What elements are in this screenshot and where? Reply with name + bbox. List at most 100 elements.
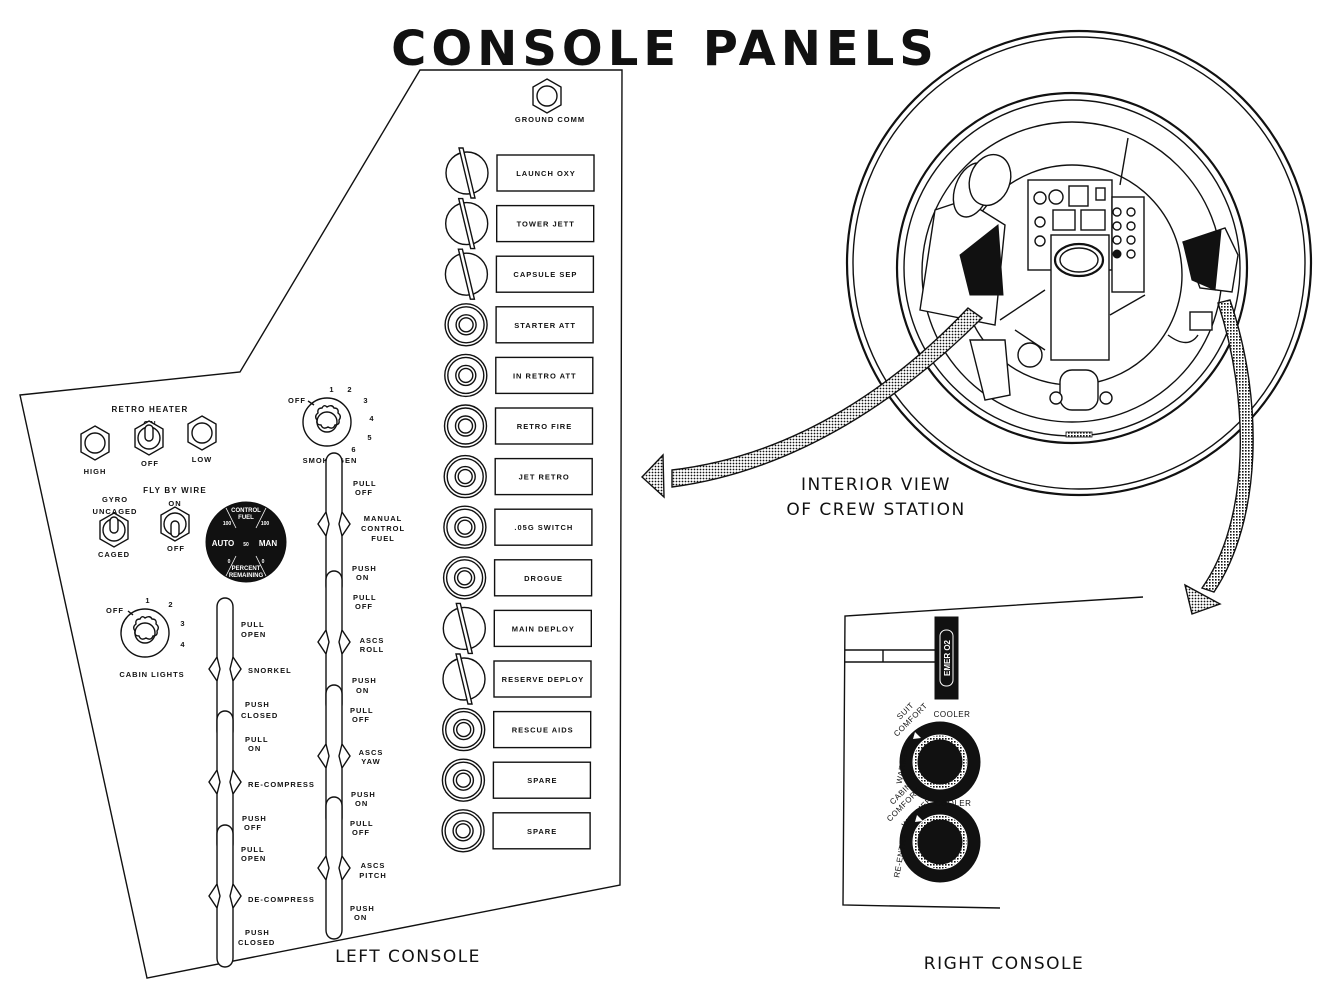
sequence-light-box (493, 660, 592, 698)
mcf-off-label: OFF (355, 488, 373, 497)
push-button-icon[interactable] (441, 809, 485, 853)
push-button-icon[interactable] (443, 505, 487, 549)
sequence-light-label: JET RETRO (519, 473, 570, 482)
re-compress-push-label: PUSH (242, 814, 267, 823)
ascs-yaw-ascs-label: ASCS (359, 748, 384, 757)
sequence-light-box (493, 710, 592, 749)
gauge-man-label: MAN (259, 539, 277, 548)
right-console-arrow (1200, 299, 1254, 593)
ascs-pitch-push-label: PUSH (350, 904, 375, 913)
fly-by-wire-on-label: ON (168, 499, 181, 508)
gauge-auto-label: AUTO (212, 539, 235, 548)
mcf-fuel-label: FUEL (371, 534, 395, 543)
cabin-lights-label: CABIN LIGHTS (119, 670, 184, 679)
sequence-light-label: CAPSULE SEP (513, 270, 577, 279)
sequence-light-label: RETRO FIRE (517, 422, 572, 431)
gauge-mid: 50 (243, 542, 249, 548)
sequence-row: LAUNCH OXY (445, 147, 595, 199)
sequence-light-box (492, 812, 591, 850)
sequence-light-box (492, 761, 592, 799)
cabin-lights-pos-3: 3 (180, 619, 185, 628)
re-compress-label: RE-COMPRESS (248, 780, 315, 789)
sequence-light-box (494, 508, 593, 546)
sequence-light-box (493, 559, 593, 597)
smoke-gen-knob[interactable] (302, 397, 352, 447)
re-compress-off-label: OFF (244, 823, 262, 832)
right-console: EMER O2 SUIT COMFORT COOLER WARMER CABIN… (842, 596, 1144, 974)
emer-o2-handle[interactable] (934, 616, 959, 700)
retro-heater-title: RETRO HEATER (112, 405, 189, 414)
gyro-label: GYRO (102, 495, 128, 504)
push-button-icon[interactable] (443, 404, 488, 448)
sequence-light-box (495, 306, 594, 344)
gyro-uncaged-label: UNCAGED (93, 507, 138, 516)
ascs-roll-push-label: PUSH (352, 676, 377, 685)
sequence-light-label: DROGUE (524, 574, 563, 583)
sequence-row: MAIN DEPLOY (442, 602, 592, 655)
push-button-icon[interactable] (441, 758, 486, 802)
sequence-light-box (494, 407, 594, 445)
sequence-light-label: RESERVE DEPLOY (502, 675, 585, 684)
left-console-arrow (671, 307, 984, 488)
retro-heater-high-light-icon (80, 425, 110, 461)
ground-comm-light-icon (532, 78, 562, 114)
sequence-panel: LAUNCH OXY TOWER JETT CAPSULE SEP STARTER A… (441, 147, 595, 853)
cabin-lights-pos-off: OFF (106, 606, 124, 615)
push-button-icon[interactable] (444, 303, 488, 347)
de-compress-pull-label: PULL (241, 845, 265, 854)
retro-heater-high-label: HIGH (84, 467, 107, 476)
cabin-lights-pos-2: 2 (168, 600, 173, 609)
push-button-icon[interactable] (443, 454, 487, 499)
sequence-row: RESERVE DEPLOY (442, 653, 592, 705)
ascs-pitch-on-label: ON (354, 913, 367, 922)
smoke-gen-pos-3: 3 (363, 396, 368, 405)
sequence-light-box (496, 154, 595, 192)
ascs-pitch-ascs-label: ASCS (361, 861, 386, 870)
push-button-icon[interactable] (442, 707, 486, 752)
gyro-caged-label: CAGED (98, 550, 130, 559)
sequence-light-label: MAIN DEPLOY (512, 624, 575, 633)
de-compress-push-label: PUSH (245, 928, 270, 937)
ascs-pitch-off-label: OFF (352, 828, 370, 837)
sequence-light-box (495, 356, 594, 395)
snorkel-closed-label: CLOSED (241, 711, 278, 720)
smoke-gen-pos-6: 6 (351, 445, 356, 454)
sequence-light-box (493, 609, 592, 648)
push-button-icon[interactable] (444, 353, 488, 398)
re-compress-pull-label: PULL (245, 735, 269, 744)
sequence-light-label: SPARE (527, 827, 557, 836)
gyro-toggle[interactable] (99, 512, 129, 548)
gauge-fuel-label: FUEL (238, 515, 254, 521)
sequence-row: DROGUE (442, 556, 593, 600)
ascs-roll-ascs-label: ASCS (360, 636, 385, 645)
ascs-roll-label: ROLL (360, 645, 384, 654)
sequence-row: RESCUE AIDS (442, 707, 592, 752)
gauge-remaining-label: REMAINING (229, 573, 264, 579)
gauge-man-min: 0 (262, 559, 265, 565)
sequence-light-label: SPARE (527, 776, 557, 785)
gauge-percent-label: PERCENT (232, 566, 261, 572)
push-button-icon[interactable] (442, 556, 487, 600)
sequence-light-label: TOWER JETT (517, 220, 575, 229)
sequence-light-box (495, 255, 595, 293)
sequence-light-box (494, 457, 593, 496)
ascs-yaw-label: YAW (361, 757, 380, 766)
sequence-row: STARTER ATT (444, 303, 594, 347)
de-compress-open-label: OPEN (241, 854, 266, 863)
sequence-row: CAPSULE SEP (444, 248, 595, 300)
de-compress-label: DE-COMPRESS (248, 895, 315, 904)
mcf-control-label: CONTROL (361, 524, 405, 533)
smoke-gen-pos-1: 1 (329, 385, 334, 394)
mcf-push-label: PUSH (352, 564, 377, 573)
sequence-light-label: RESCUE AIDS (512, 726, 574, 735)
control-fuel-gauge: CONTROL FUEL 100 100 AUTO 50 MAN 0 0 PER… (205, 501, 287, 583)
left-console-arrowhead-icon (640, 453, 665, 499)
retro-heater-toggle[interactable] (134, 420, 164, 456)
cabin-lights-knob[interactable] (120, 608, 170, 658)
right-console-outline (842, 596, 1144, 909)
fly-by-wire-toggle[interactable] (160, 506, 190, 542)
ascs-yaw-push-label: PUSH (351, 790, 376, 799)
cabin-lights-pos-4: 4 (180, 640, 185, 649)
